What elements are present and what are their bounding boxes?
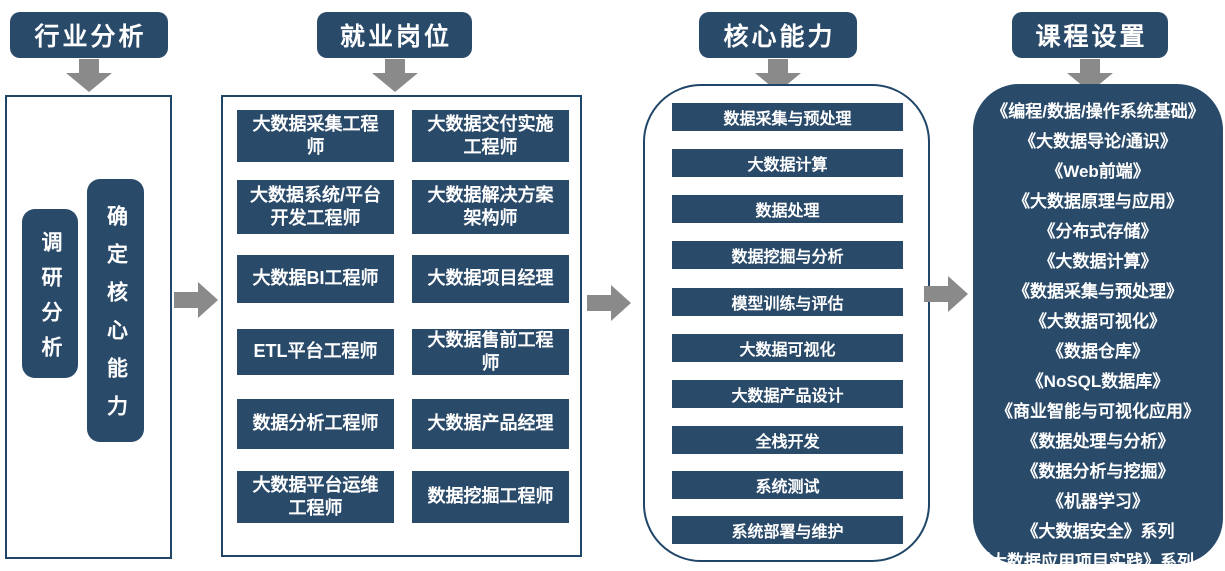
right-arrow-icon (587, 285, 631, 321)
ability-item: 模型训练与评估 (672, 288, 903, 316)
define-core-ability-pill: 确定核心能力 (87, 179, 144, 442)
ability-item: 系统测试 (672, 471, 903, 499)
job-item: 大数据产品经理 (412, 399, 569, 449)
ability-item: 大数据计算 (672, 149, 903, 177)
course-item: 《NoSQL数据库》 (1026, 372, 1170, 391)
right-arrow-icon (174, 282, 218, 318)
course-item: 《大数据导论/通识》 (1019, 132, 1177, 151)
down-arrow-icon (66, 59, 112, 92)
ability-item: 大数据可视化 (672, 334, 903, 362)
job-item: 数据分析工程师 (237, 399, 394, 449)
ability-item: 系统部署与维护 (672, 516, 903, 544)
down-arrow-icon (1067, 59, 1113, 92)
ability-item: 全栈开发 (672, 426, 903, 454)
ability-item: 数据处理 (672, 195, 903, 223)
course-item: 《数据仓库》 (1047, 342, 1149, 361)
header-industry-analysis: 行业分析 (10, 12, 168, 58)
course-item: 《数据处理与分析》 (1021, 432, 1175, 451)
curriculum-box (973, 84, 1223, 564)
job-item: ETL平台工程师 (237, 329, 394, 375)
job-item: 大数据平台运维工程师 (237, 471, 394, 523)
course-item: 《商业智能与可视化应用》 (996, 402, 1200, 421)
course-item: 《大数据应用项目实践》系列 (973, 552, 1194, 571)
job-item: 大数据售前工程师 (412, 329, 569, 375)
header-core-abilities: 核心能力 (699, 12, 857, 58)
course-item: 《大数据计算》 (1038, 252, 1158, 271)
course-item: 《大数据可视化》 (1030, 312, 1166, 331)
job-item: 大数据解决方案架构师 (412, 180, 569, 234)
ability-item: 数据采集与预处理 (672, 103, 903, 131)
job-item: 大数据系统/平台开发工程师 (237, 180, 394, 234)
course-list: 《编程/数据/操作系统基础》 《大数据导论/通识》 《Web前端》 《大数据原理… (973, 97, 1223, 571)
job-item: 大数据采集工程师 (237, 110, 394, 162)
course-item: 《分布式存储》 (1038, 222, 1158, 241)
research-analysis-pill: 调研分析 (22, 209, 78, 378)
course-item: 《数据采集与预处理》 (1013, 282, 1183, 301)
course-item: 《大数据安全》系列 (1021, 522, 1175, 541)
job-item: 大数据BI工程师 (237, 255, 394, 303)
ability-item: 数据挖掘与分析 (672, 241, 903, 269)
course-item: 《数据分析与挖掘》 (1021, 462, 1175, 481)
right-arrow-icon (924, 276, 968, 312)
course-item: 《机器学习》 (1047, 492, 1149, 511)
down-arrow-icon (372, 59, 418, 92)
job-item: 大数据交付实施工程师 (412, 110, 569, 162)
course-item: 《编程/数据/操作系统基础》 (991, 102, 1205, 121)
job-item: 大数据项目经理 (412, 255, 569, 303)
course-item: 《大数据原理与应用》 (1013, 192, 1183, 211)
course-item: 《Web前端》 (1046, 162, 1150, 181)
header-curriculum: 课程设置 (1012, 12, 1168, 58)
job-item: 数据挖掘工程师 (412, 471, 569, 523)
header-job-positions: 就业岗位 (317, 12, 472, 58)
ability-item: 大数据产品设计 (672, 380, 903, 408)
down-arrow-icon (755, 59, 801, 92)
